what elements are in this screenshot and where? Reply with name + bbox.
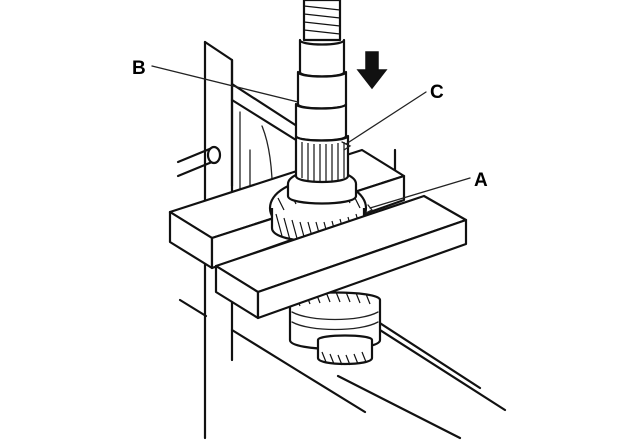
press-direction-arrow-icon (356, 51, 388, 90)
lower-gear-assembly (288, 291, 382, 366)
leader-arrowhead-c (341, 141, 352, 151)
shaft (294, 0, 350, 184)
leader-line-b (151, 65, 299, 103)
callout-label-b: B (132, 58, 146, 79)
press-frame (178, 40, 507, 440)
leader-line-c (345, 91, 427, 145)
side-rod (176, 145, 222, 178)
leader-arrowhead-a (365, 204, 374, 214)
support-block-front (214, 194, 468, 320)
leader-line-a (369, 177, 471, 209)
callout-label-a: A (474, 170, 488, 191)
callout-leaders (151, 65, 471, 214)
callout-label-c: C (430, 82, 444, 103)
